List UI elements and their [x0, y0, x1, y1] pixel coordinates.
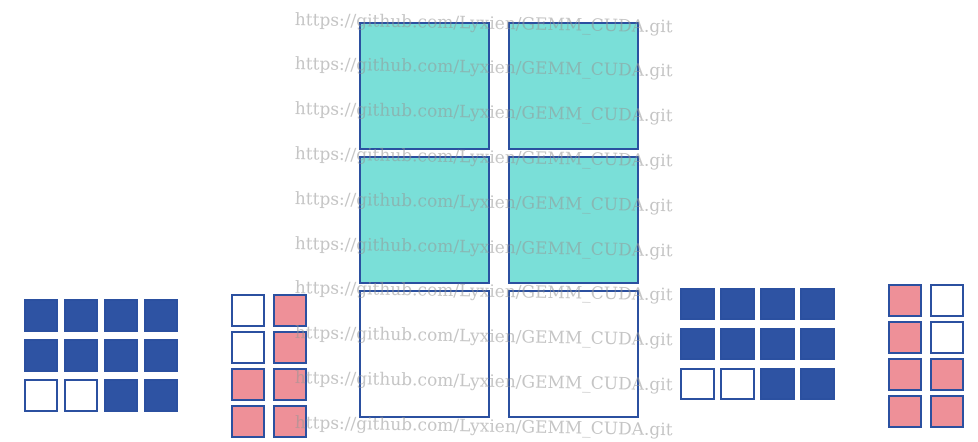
blue-square [800, 288, 835, 320]
teal-square [359, 156, 490, 284]
pink-square [930, 395, 964, 428]
blue-square [64, 339, 98, 372]
blue-square [104, 299, 138, 332]
blue-square [24, 339, 58, 372]
pink-square [231, 368, 265, 401]
blue-square [104, 339, 138, 372]
white-square [930, 284, 964, 317]
white-square [930, 321, 964, 354]
white-square [231, 331, 265, 364]
teal-square [508, 156, 639, 284]
blue-square [760, 288, 795, 320]
teal-square [508, 22, 639, 150]
pink-square [888, 358, 922, 391]
white-square [680, 368, 715, 400]
blue-square [144, 339, 178, 372]
blue-square [144, 299, 178, 332]
white-square [508, 290, 639, 418]
white-square [24, 379, 58, 412]
white-square [359, 290, 490, 418]
pink-square [888, 395, 922, 428]
blue-square [64, 299, 98, 332]
blue-square [720, 328, 755, 360]
pink-square [888, 284, 922, 317]
blue-square [680, 288, 715, 320]
blue-square [104, 379, 138, 412]
blue-square [680, 328, 715, 360]
pink-square [273, 405, 307, 438]
white-square [720, 368, 755, 400]
blue-square [800, 368, 835, 400]
pink-square [231, 405, 265, 438]
white-square [64, 379, 98, 412]
pink-square [273, 368, 307, 401]
teal-square [359, 22, 490, 150]
pink-square [273, 294, 307, 327]
blue-square [720, 288, 755, 320]
blue-square [144, 379, 178, 412]
blue-square [800, 328, 835, 360]
white-square [231, 294, 265, 327]
blue-square [24, 299, 58, 332]
pink-square [888, 321, 922, 354]
pink-square [273, 331, 307, 364]
pink-square [930, 358, 964, 391]
blue-square [760, 368, 795, 400]
blue-square [760, 328, 795, 360]
